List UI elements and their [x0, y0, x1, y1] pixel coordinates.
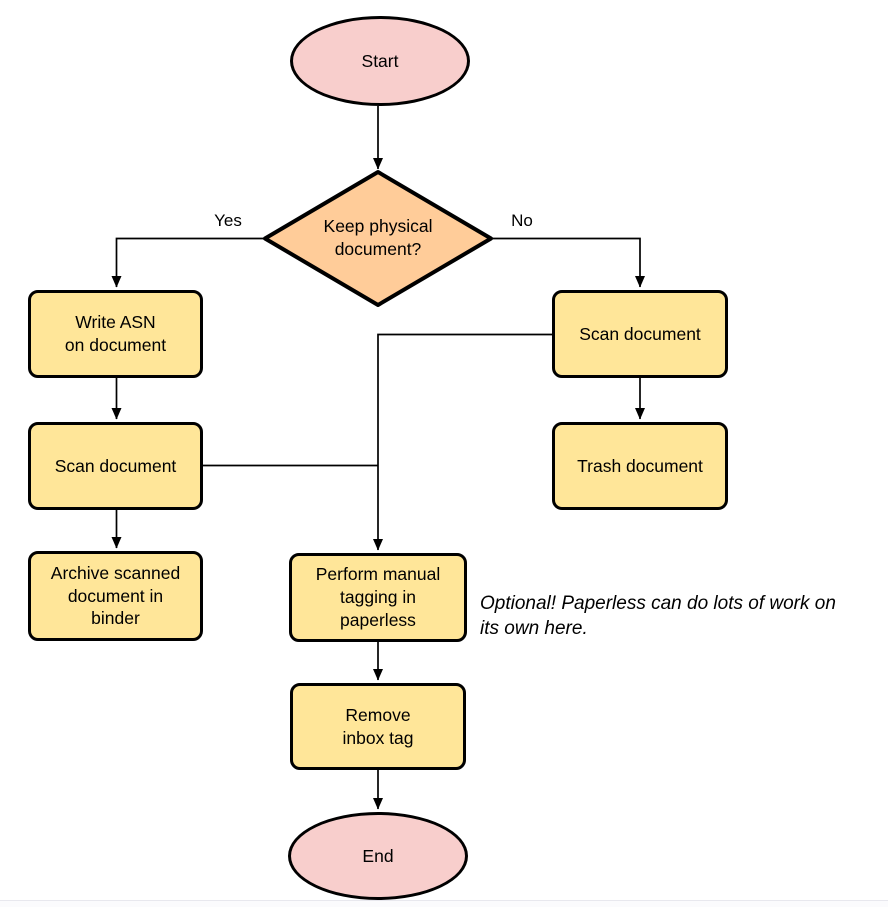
process-node-manual-tagging: Perform manual tagging in paperless	[289, 553, 467, 642]
process-node-scan-document-left: Scan document	[28, 422, 203, 510]
process-node-trash-document: Trash document	[552, 422, 728, 510]
page-bottom-divider	[0, 900, 888, 907]
end-node: End	[288, 812, 468, 900]
process-node-archive-in-binder: Archive scanned document in binder	[28, 551, 203, 641]
start-node: Start	[290, 16, 470, 106]
process-node-remove-inbox-tag: Remove inbox tag	[290, 683, 466, 770]
decision-diamond-shape	[263, 170, 493, 307]
annotation-note: Optional! Paperless can do lots of work …	[480, 593, 836, 639]
decision-node-label: Keep physical document?	[323, 216, 433, 259]
edge-label-yes: Yes	[214, 211, 242, 230]
edge-scan-right-to-tagging	[373, 333, 552, 551]
edge-decision-no-to-scan-right	[491, 237, 645, 288]
process-node-write-asn: Write ASN on document	[28, 290, 203, 378]
edge-label-no: No	[511, 211, 533, 230]
process-node-scan-document-right: Scan document	[552, 290, 728, 378]
edge-decision-yes-to-write-asn	[111, 237, 265, 288]
